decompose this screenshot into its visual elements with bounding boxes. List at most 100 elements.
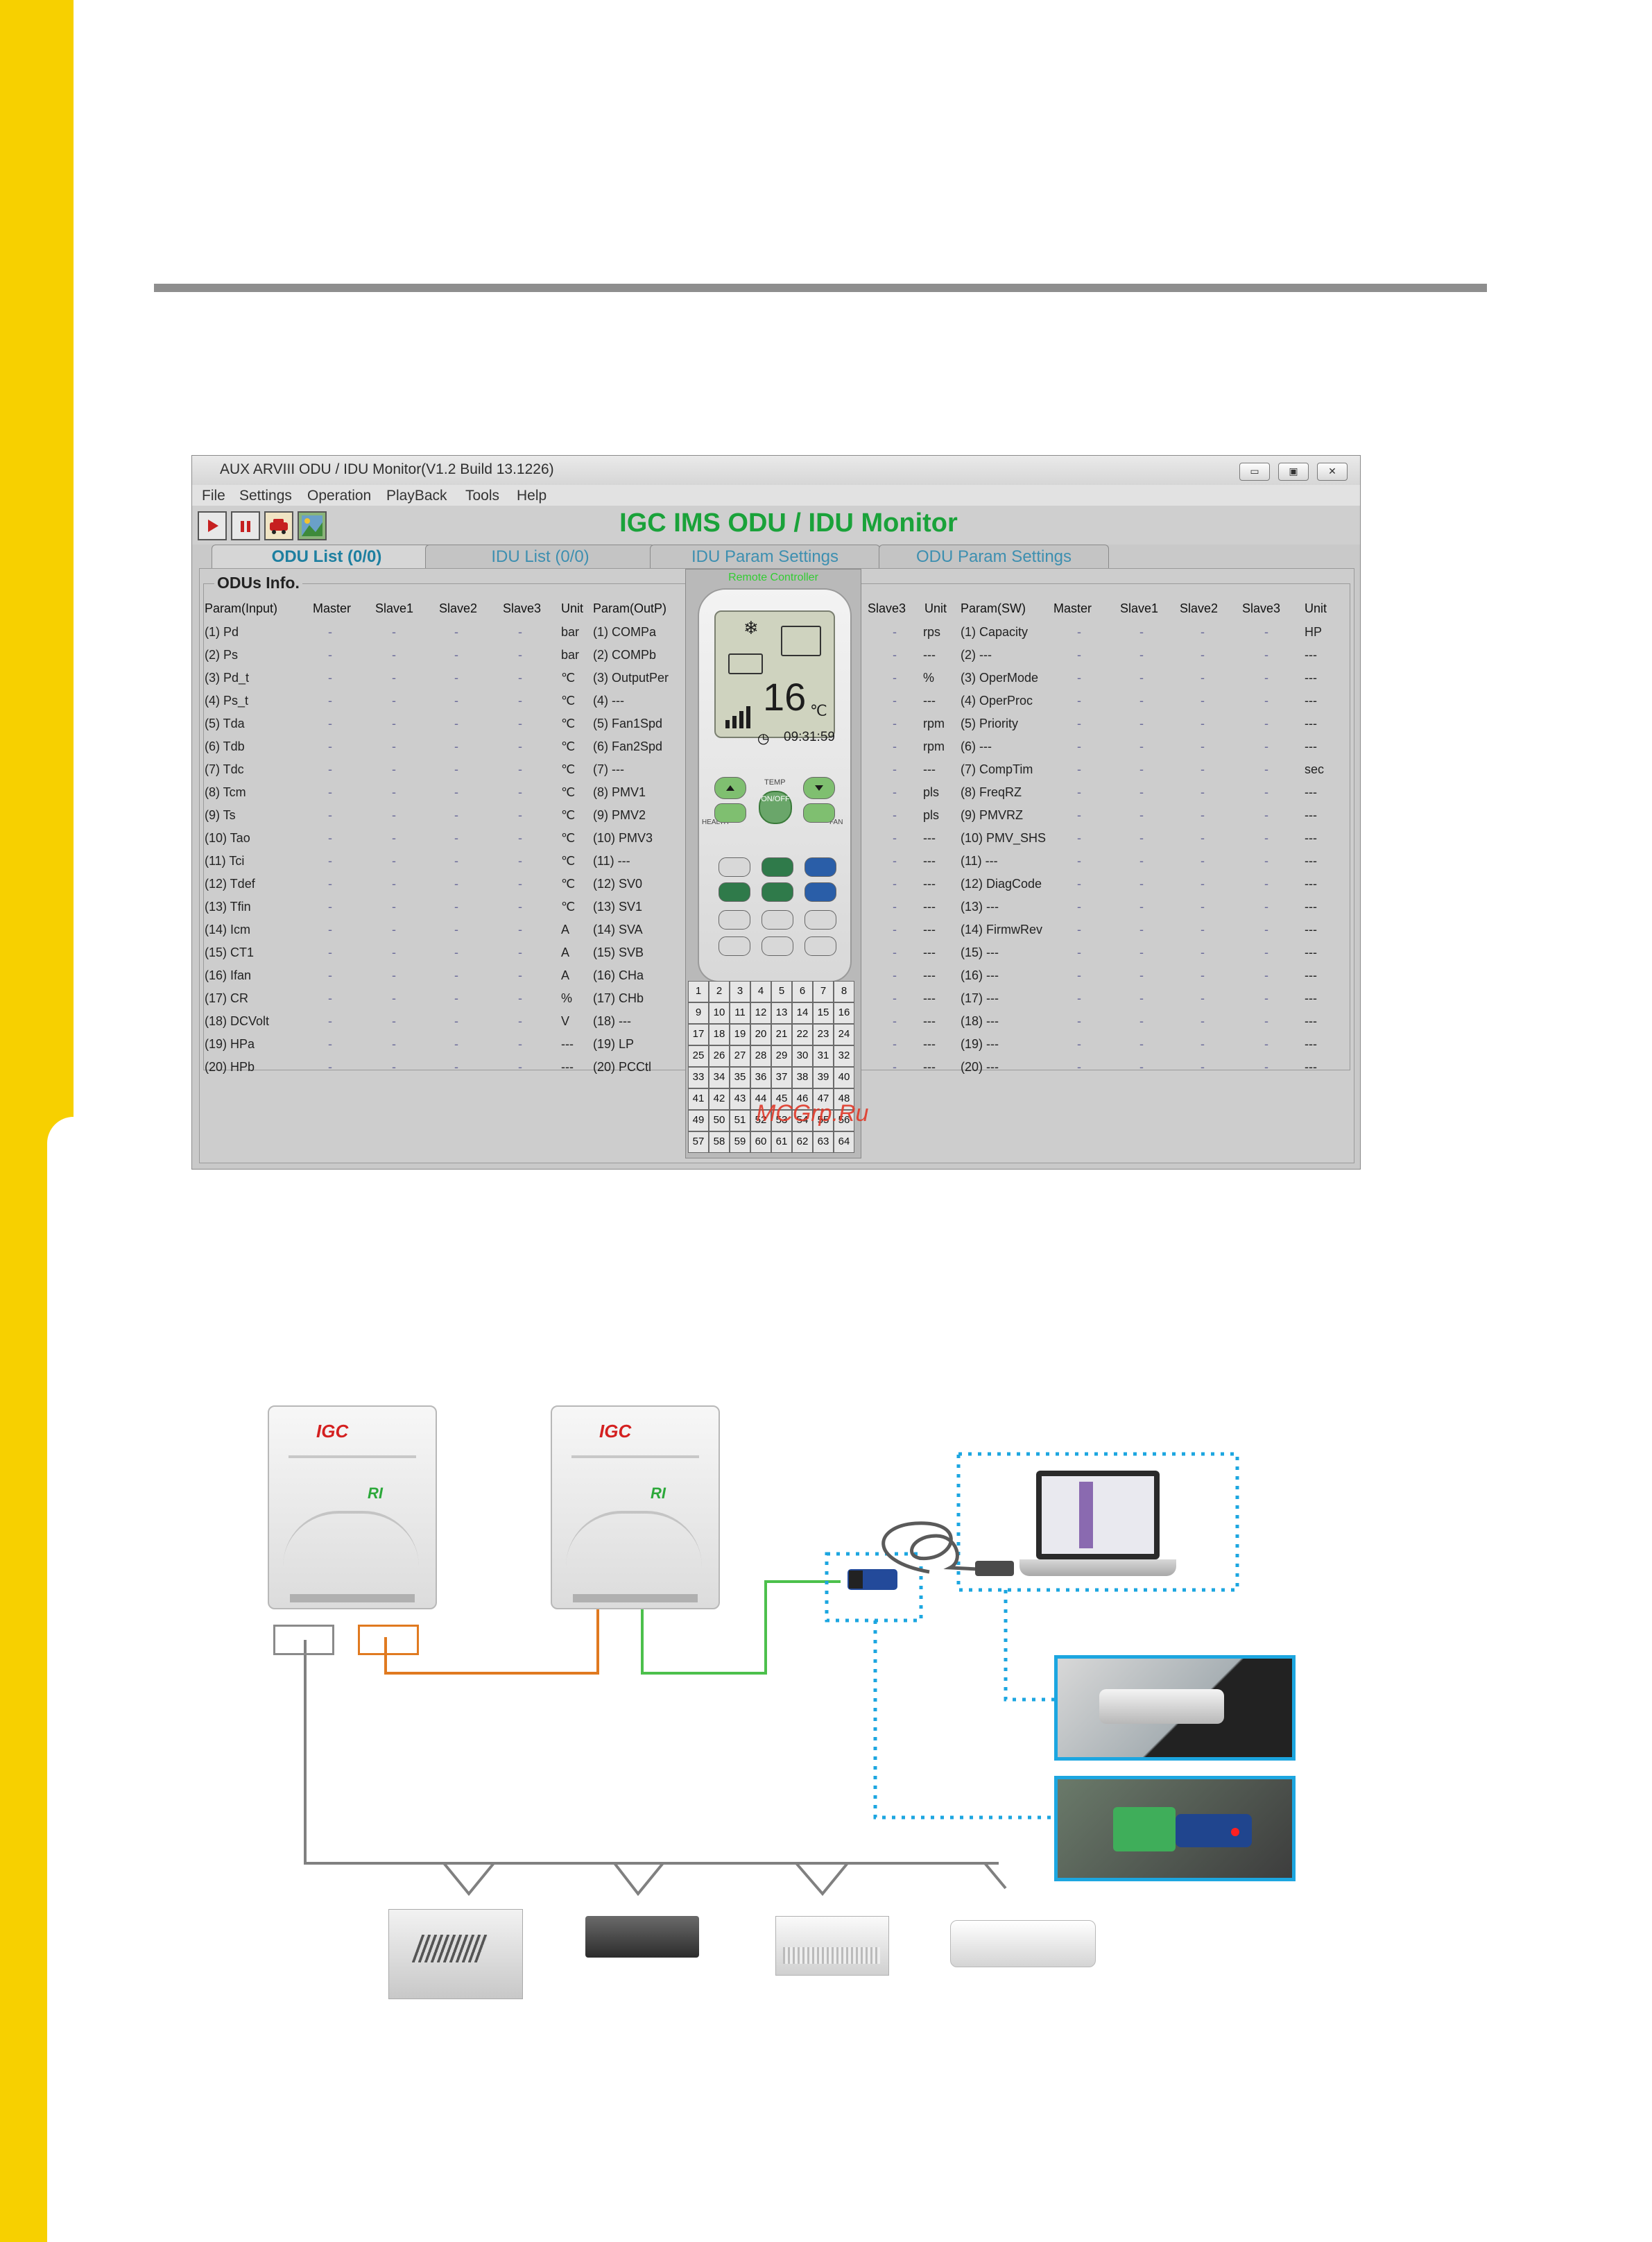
- channel-number-button[interactable]: 15: [813, 1002, 834, 1024]
- channel-number-button[interactable]: 50: [709, 1110, 730, 1131]
- left-green-button[interactable]: [714, 803, 746, 823]
- remote-key[interactable]: [805, 857, 836, 877]
- channel-number-button[interactable]: 2: [709, 981, 730, 1002]
- sw-param-name: (18) ---: [961, 1014, 999, 1028]
- channel-number-button[interactable]: 42: [709, 1088, 730, 1110]
- channel-number-button[interactable]: 56: [834, 1110, 854, 1131]
- menu-settings[interactable]: Settings: [239, 488, 292, 504]
- channel-number-button[interactable]: 60: [750, 1131, 771, 1153]
- maximize-button[interactable]: ▣: [1278, 463, 1309, 481]
- channel-number-button[interactable]: 22: [792, 1024, 813, 1045]
- channel-number-button[interactable]: 54: [792, 1110, 813, 1131]
- minimize-button[interactable]: ▭: [1239, 463, 1270, 481]
- channel-number-button[interactable]: 49: [688, 1110, 709, 1131]
- tab-idu-list[interactable]: IDU List (0/0): [425, 545, 655, 569]
- channel-number-button[interactable]: 27: [730, 1045, 750, 1067]
- channel-number-button[interactable]: 9: [688, 1002, 709, 1024]
- channel-number-button[interactable]: 38: [792, 1067, 813, 1088]
- channel-number-button[interactable]: 64: [834, 1131, 854, 1153]
- channel-number-button[interactable]: 18: [709, 1024, 730, 1045]
- channel-number-button[interactable]: 39: [813, 1067, 834, 1088]
- remote-key[interactable]: [762, 857, 793, 877]
- channel-number-button[interactable]: 32: [834, 1045, 854, 1067]
- channel-number-button[interactable]: 21: [771, 1024, 792, 1045]
- channel-number-button[interactable]: 52: [750, 1110, 771, 1131]
- channel-number-button[interactable]: 1: [688, 981, 709, 1002]
- channel-number-button[interactable]: 40: [834, 1067, 854, 1088]
- channel-number-button[interactable]: 17: [688, 1024, 709, 1045]
- temp-down-button[interactable]: [803, 777, 835, 799]
- remote-key[interactable]: [762, 936, 793, 956]
- channel-number-button[interactable]: 63: [813, 1131, 834, 1153]
- channel-number-button[interactable]: 3: [730, 981, 750, 1002]
- input-param-name: (14) Icm: [205, 923, 251, 936]
- menu-playback[interactable]: PlayBack: [386, 488, 447, 504]
- menu-tools[interactable]: Tools: [465, 488, 500, 504]
- channel-number-button[interactable]: 35: [730, 1067, 750, 1088]
- tab-odu-param-settings[interactable]: ODU Param Settings: [879, 545, 1109, 569]
- remote-key[interactable]: [762, 882, 793, 902]
- channel-number-button[interactable]: 59: [730, 1131, 750, 1153]
- channel-number-button[interactable]: 37: [771, 1067, 792, 1088]
- channel-number-button[interactable]: 13: [771, 1002, 792, 1024]
- on-off-button[interactable]: ON/OFF: [759, 791, 792, 824]
- channel-number-button[interactable]: 62: [792, 1131, 813, 1153]
- channel-number-button[interactable]: 11: [730, 1002, 750, 1024]
- channel-number-button[interactable]: 45: [771, 1088, 792, 1110]
- channel-number-button[interactable]: 51: [730, 1110, 750, 1131]
- channel-number-button[interactable]: 8: [834, 981, 854, 1002]
- remote-key[interactable]: [719, 936, 750, 956]
- channel-number-button[interactable]: 43: [730, 1088, 750, 1110]
- right-green-button[interactable]: [803, 803, 835, 823]
- channel-number-button[interactable]: 5: [771, 981, 792, 1002]
- channel-number-button[interactable]: 14: [792, 1002, 813, 1024]
- temp-up-button[interactable]: [714, 777, 746, 799]
- remote-key[interactable]: [805, 882, 836, 902]
- car-tool-button[interactable]: [264, 511, 293, 540]
- channel-number-button[interactable]: 16: [834, 1002, 854, 1024]
- channel-number-button[interactable]: 24: [834, 1024, 854, 1045]
- menu-file[interactable]: File: [202, 488, 225, 504]
- channel-number-button[interactable]: 57: [688, 1131, 709, 1153]
- channel-number-button[interactable]: 23: [813, 1024, 834, 1045]
- channel-number-button[interactable]: 46: [792, 1088, 813, 1110]
- channel-number-button[interactable]: 7: [813, 981, 834, 1002]
- channel-number-button[interactable]: 36: [750, 1067, 771, 1088]
- channel-number-button[interactable]: 29: [771, 1045, 792, 1067]
- tab-odu-list[interactable]: ODU List (0/0): [212, 545, 442, 569]
- menu-help[interactable]: Help: [517, 488, 547, 504]
- channel-number-button[interactable]: 41: [688, 1088, 709, 1110]
- remote-key[interactable]: [805, 936, 836, 956]
- pause-button[interactable]: [231, 511, 260, 540]
- channel-number-button[interactable]: 47: [813, 1088, 834, 1110]
- channel-number-button[interactable]: 25: [688, 1045, 709, 1067]
- channel-number-button[interactable]: 12: [750, 1002, 771, 1024]
- channel-number-button[interactable]: 58: [709, 1131, 730, 1153]
- channel-number-button[interactable]: 4: [750, 981, 771, 1002]
- channel-number-button[interactable]: 20: [750, 1024, 771, 1045]
- channel-number-button[interactable]: 61: [771, 1131, 792, 1153]
- channel-number-button[interactable]: 34: [709, 1067, 730, 1088]
- channel-number-button[interactable]: 48: [834, 1088, 854, 1110]
- remote-key[interactable]: [719, 857, 750, 877]
- channel-number-button[interactable]: 44: [750, 1088, 771, 1110]
- remote-key[interactable]: [719, 910, 750, 930]
- menu-operation[interactable]: Operation: [307, 488, 372, 504]
- channel-number-button[interactable]: 31: [813, 1045, 834, 1067]
- channel-number-button[interactable]: 55: [813, 1110, 834, 1131]
- channel-number-button[interactable]: 53: [771, 1110, 792, 1131]
- play-button[interactable]: [198, 511, 227, 540]
- channel-number-button[interactable]: 28: [750, 1045, 771, 1067]
- tab-idu-param-settings[interactable]: IDU Param Settings: [650, 545, 880, 569]
- remote-key[interactable]: [719, 882, 750, 902]
- channel-number-button[interactable]: 6: [792, 981, 813, 1002]
- channel-number-button[interactable]: 26: [709, 1045, 730, 1067]
- landscape-tool-button[interactable]: [298, 511, 327, 540]
- remote-key[interactable]: [762, 910, 793, 930]
- close-button[interactable]: ✕: [1317, 463, 1348, 481]
- channel-number-button[interactable]: 30: [792, 1045, 813, 1067]
- remote-key[interactable]: [805, 910, 836, 930]
- channel-number-button[interactable]: 33: [688, 1067, 709, 1088]
- channel-number-button[interactable]: 10: [709, 1002, 730, 1024]
- channel-number-button[interactable]: 19: [730, 1024, 750, 1045]
